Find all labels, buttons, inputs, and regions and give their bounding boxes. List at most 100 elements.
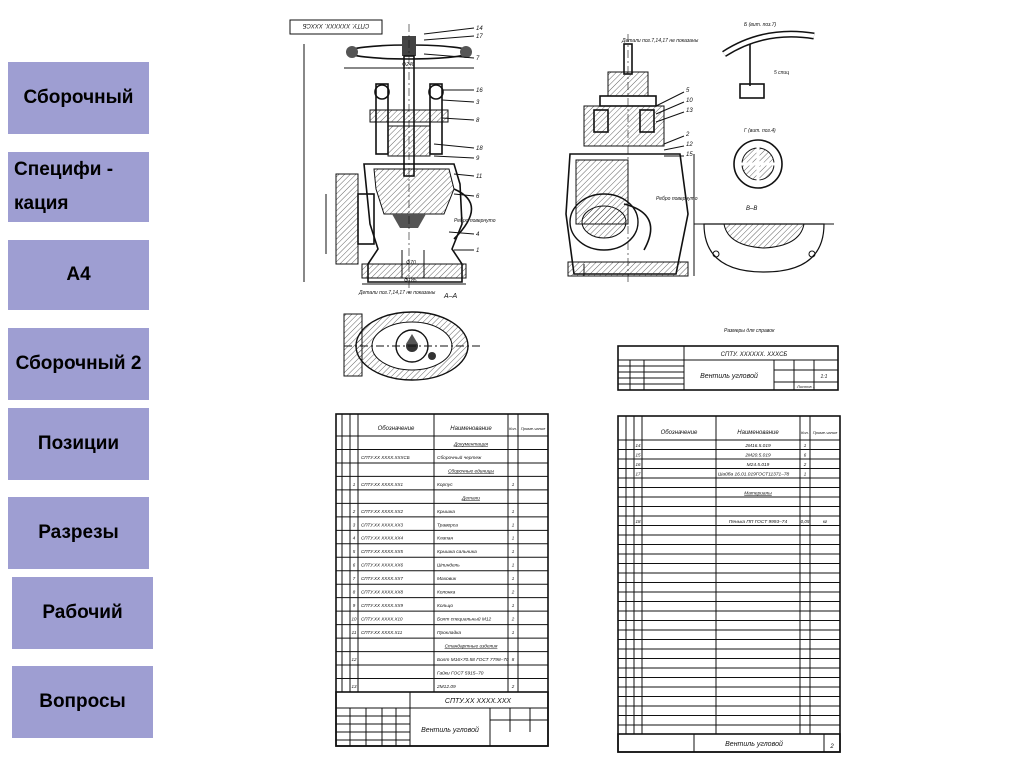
spec-left-name: 2М12.09 — [436, 684, 456, 690]
spec-left-pos: 12 — [351, 657, 357, 662]
spec-left-row: Стандартные изделия — [336, 644, 548, 653]
view-g-label: Г (вит. поз.4) — [744, 128, 776, 134]
spec-left-pos: 2 — [352, 509, 356, 514]
nav-button-specification-label-1: Специфи - — [14, 159, 114, 181]
dim-240: Φ240 — [402, 62, 415, 68]
spec-left-qty: 1 — [512, 603, 515, 608]
spec-left-name: Документация — [453, 441, 488, 447]
spec-left-code: СПТУ.XX XXXX.XX8 — [361, 590, 404, 595]
section-aa-view: Детали поз.7,14,17 не показаны А–А — [343, 290, 480, 381]
spec-right-stamp — [617, 733, 841, 753]
spec-right-name: 2М20.5.019 — [744, 453, 771, 459]
svg-text:10: 10 — [686, 98, 693, 104]
spec-right-header-name: Наименование — [737, 430, 779, 436]
nav-button-a4[interactable]: А4 — [8, 240, 149, 310]
spec-left-name: Болт М16×70.58 ГОСТ 7798–70 — [437, 657, 509, 663]
spec-left-pos: 4 — [353, 536, 356, 541]
svg-text:17: 17 — [476, 34, 483, 40]
drawing-code-text: СПТУ. XXXXXX. XXXСБ — [303, 22, 370, 28]
drawing-code-box — [289, 19, 383, 35]
dim-70: Φ70 — [406, 260, 416, 266]
spec-left-row: Сборочные единицы — [336, 468, 548, 477]
spec-left-name: Болт специальный М12 — [437, 616, 492, 623]
nav-button-sections[interactable]: Разрезы — [8, 497, 149, 569]
svg-text:15: 15 — [686, 152, 693, 158]
spec-left-row: Документация — [336, 441, 548, 450]
spec-left-header-qty: Кол. — [509, 426, 517, 431]
spec-left-pos: 10 — [351, 617, 357, 622]
spec-left-row: Детали — [336, 495, 548, 504]
spec-left-qty: 1 — [512, 549, 515, 554]
spec-left-pos: 7 — [353, 576, 356, 581]
svg-text:7: 7 — [476, 56, 480, 62]
spec-left-name: Детали — [461, 495, 480, 501]
spec-left-qty: 1 — [512, 522, 515, 527]
spec-left-name: Шпиндель — [437, 563, 460, 569]
title-block-code: СПТУ. XXXXXX. XXXСБ — [721, 352, 788, 358]
spec-left-pos: 11 — [352, 630, 357, 635]
nav-button-positions-label: Позиции — [37, 433, 120, 455]
section-vv-view: В–В — [694, 206, 834, 273]
spec-left-code: СПТУ.XX XXXX.XX5 — [361, 549, 404, 554]
spec-right-header-code: Обозначение — [661, 430, 698, 436]
spec-left-name: Гайки ГОСТ 5915–70 — [437, 669, 484, 676]
spec-left-header-note: Приме-чание — [521, 426, 546, 431]
nav-button-assembly[interactable]: Сборочный — [8, 62, 149, 134]
spokes-note: 5 спиц — [774, 70, 789, 76]
view-b: Б (вит. поз.7) 5 спиц — [722, 22, 815, 99]
view-g: Г (вит. поз.4) — [733, 128, 783, 189]
spec-left-qty: 1 — [512, 509, 515, 514]
svg-text:9: 9 — [476, 156, 480, 162]
section-aa-label: А–А — [443, 293, 458, 300]
svg-text:18: 18 — [476, 146, 483, 152]
nav-button-questions-label: Вопросы — [39, 691, 126, 713]
spec-left-code: СПТУ.XX XXXX.XX9 — [361, 603, 404, 608]
spec-left-pos: 8 — [353, 590, 356, 595]
svg-text:14: 14 — [476, 26, 483, 32]
nav-button-questions[interactable]: Вопросы — [12, 666, 153, 738]
spec-left-qty: 8 — [512, 657, 515, 662]
spec-right-name: Пенька ПП ГОСТ 9993–74 — [729, 519, 788, 525]
title-block-scale: 1:1 — [821, 374, 828, 380]
nav-button-positions[interactable]: Позиции — [8, 408, 149, 480]
nav-button-working[interactable]: Рабочий — [12, 577, 153, 649]
spec-left-qty: 1 — [512, 536, 515, 541]
spec-right-name: М24.5.019 — [747, 462, 770, 468]
spec-left-code: СПТУ.XX XXXX.X11 — [361, 630, 403, 635]
side-section-view: Детали поз.7,14,17 не показаны 5 10 13 2… — [565, 34, 699, 284]
spec-right-name: Шайба 16.01.019ГОСТ11371–78 — [718, 471, 790, 478]
nav-button-specification[interactable]: Специфи - кация — [8, 152, 149, 222]
nav-button-assembly-2[interactable]: Сборочный 2 — [8, 328, 149, 400]
svg-text:4: 4 — [476, 232, 480, 238]
spec-left-stamp — [335, 691, 549, 747]
spec-left-code: СПТУ.XX XXXX.XX2 — [361, 509, 404, 514]
spec-left-pos: 3 — [353, 522, 356, 527]
svg-text:3: 3 — [476, 100, 480, 106]
dim-185: Φ185 — [404, 278, 417, 284]
svg-text:2: 2 — [685, 132, 690, 138]
nav-button-a4-label: А4 — [66, 264, 91, 286]
spec-right-qty: 0,05 — [801, 519, 810, 524]
spec-right-note: кг — [823, 519, 828, 524]
spec-left-code: СПТУ.XX XXXX.XX3 — [361, 522, 404, 527]
spec-left-pos: 1 — [353, 482, 356, 487]
front-view: Φ240 Φ70 Φ185 14 — [303, 24, 496, 294]
nav-button-assembly-label: Сборочный — [23, 87, 134, 109]
spec-right-pos: 15 — [635, 453, 641, 458]
spec-left-qty: 2 — [511, 617, 515, 622]
spec-left-name: Стандартные изделия — [445, 644, 498, 650]
